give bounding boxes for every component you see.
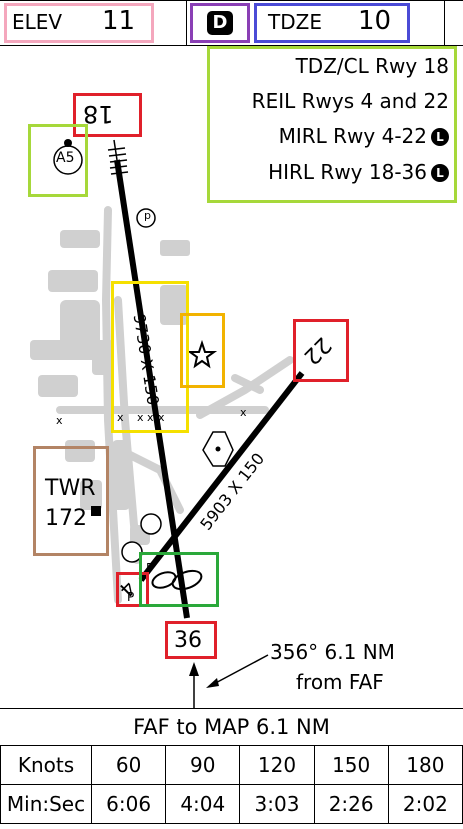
closed-markers: x x x x x x [56,406,247,427]
lighting-text: REIL Rwys 4 and 22 [251,89,449,113]
highlight-runway-dims [111,281,189,433]
faf-note-line2: from FAF [296,670,384,694]
table-cell: 120 [239,745,315,785]
wind-indicator-letter: d [144,210,151,223]
airport-diagram: x x x x x x d [30,139,305,708]
runway-36-label: 36 [174,628,202,653]
table-cell: 2:26 [313,784,389,824]
highlight-runway-4 [116,572,149,607]
approach-lights-18 [107,139,129,175]
taxiways [56,206,294,604]
table-cell: 90 [165,745,241,785]
tower-icon [91,506,101,516]
tdze-box [254,3,410,43]
runway-4-22 [138,371,305,582]
wind-indicator-icon [136,208,156,228]
lighting-item-reil: REIL Rwys 4 and 22 [252,89,449,113]
highlight-tower [33,446,109,556]
highlight-infinity [139,552,219,607]
d-symbol-box [190,3,250,43]
table-row: Knots 60 90 120 150 180 [0,745,463,785]
table-cell: 60 [90,745,167,785]
elev-box [4,3,154,43]
tower-elevation: 172 [45,506,87,531]
a5-label: A5 [56,150,75,166]
lighting-text: MIRL Rwy 4-22 [278,124,427,148]
a5-marker-dot [64,139,72,147]
header-top-border [0,0,463,1]
table-row-label: Min:Sec [0,784,92,824]
header-divider-2 [444,0,445,45]
faf-note-line1: 356° 6.1 NM [270,640,395,664]
lighting-item-tdz: TDZ/CL Rwy 18 [296,54,449,78]
tower-label: TWR [45,476,96,501]
table-row: Min:Sec 6:06 4:04 3:03 2:26 2:02 [0,784,463,824]
pilot-controlled-lighting-icon: L [431,128,449,146]
elev-label: ELEV [12,10,63,34]
table-cell: 180 [387,745,463,785]
highlight-runway-18 [73,93,142,137]
table-cell: 4:04 [165,784,241,824]
highlight-runway-22 [293,319,349,382]
svg-text:x: x [137,411,144,424]
arrow-up-icon [189,662,199,676]
table-cell: 6:06 [90,784,167,824]
pointer-arrow-icon [206,678,219,688]
infinity-icon [151,569,203,591]
lighting-text: TDZ/CL Rwy 18 [295,54,449,78]
header-divider-1 [186,0,187,45]
svg-text:x: x [240,406,247,419]
table-cell: 150 [313,745,389,785]
table-cell: 2:02 [387,784,463,824]
parking-marker-1 [140,513,162,535]
runway-18-36 [114,159,190,619]
star-icon [186,339,218,369]
svg-text:x: x [147,411,154,424]
tdze-label: TDZE [268,10,322,34]
table-row-label: Knots [0,745,92,785]
beacon-icon [202,431,234,467]
highlight-runway-36 [165,621,217,659]
svg-text:x: x [158,411,165,424]
pilot-controlled-lighting-icon: L [431,164,449,182]
faf-note-pointer [209,654,269,687]
highlight-star [180,313,225,388]
tdze-value: 10 [358,6,392,36]
aprons [30,230,190,545]
header-bottom-border [0,45,463,46]
faf-table-title: FAF to MAP 6.1 NM [0,708,463,746]
faf-timing-table: Knots 60 90 120 150 180 Min:Sec 6:06 4:0… [0,745,463,824]
highlight-a5 [28,124,88,197]
parking-marker-1-label: P [146,561,154,575]
d-symbol-icon: D [207,11,233,35]
parking-marker-2-label: P [127,590,135,604]
lighting-box [207,46,457,203]
table-cell: 3:03 [239,784,315,824]
lighting-text: HIRL Rwy 18-36 [268,160,427,184]
svg-text:x: x [56,414,63,427]
elev-value: 11 [102,6,136,36]
svg-text:x: x [117,411,124,424]
